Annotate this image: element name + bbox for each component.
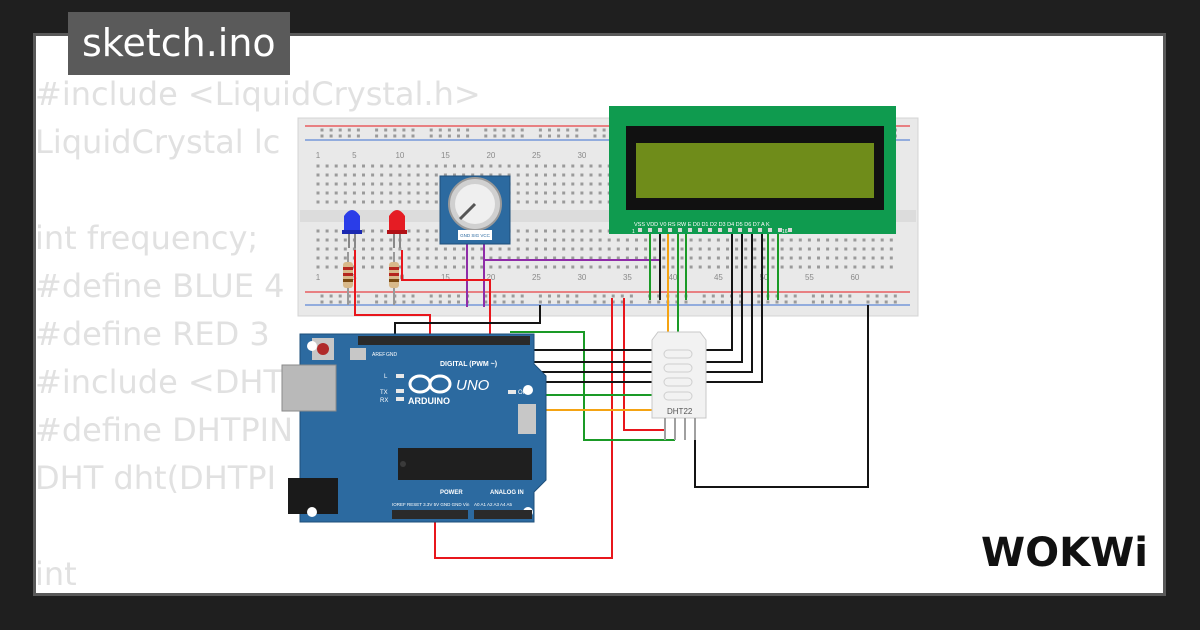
breadboard-column-number: 45	[714, 273, 723, 282]
breadboard-column-number: 10	[395, 151, 404, 160]
breadboard-column-number: 40	[668, 273, 677, 282]
lcd-pin	[748, 228, 752, 232]
led-blue[interactable]	[342, 210, 362, 248]
lcd-pin	[658, 228, 662, 232]
breadboard-column-number: 60	[850, 273, 859, 282]
gnd-label: GND	[386, 352, 398, 358]
power-label: POWER	[440, 490, 463, 496]
breadboard-column-number: 25	[532, 151, 541, 160]
lcd-pin	[788, 228, 792, 232]
wire-red-led-red	[401, 250, 491, 342]
breadboard-column-number: 20	[486, 273, 495, 282]
breadboard-column-number: 15	[441, 151, 450, 160]
code-line: #include <DHT.	[35, 363, 290, 401]
lcd-display[interactable]: VSS VDD V0 RS RW E D0 D1 D2 D3 D4 D5 D6 …	[609, 106, 896, 235]
lcd-pin	[668, 228, 672, 232]
l-label: L	[384, 374, 388, 380]
breadboard-column-number: 20	[486, 151, 495, 160]
lcd-pin-last: 16	[782, 229, 788, 235]
arduino-logo	[408, 374, 452, 394]
lcd-pin	[648, 228, 652, 232]
code-line: DHT dht(DHTPI	[35, 459, 277, 497]
breadboard-column-number: 10	[395, 273, 404, 282]
uno-label: UNO	[456, 377, 490, 394]
lcd-pin	[688, 228, 692, 232]
potentiometer-pins-label: GND SIG VCC	[460, 233, 491, 238]
aref-label: AREF	[372, 352, 385, 358]
lcd-pin	[678, 228, 682, 232]
breadboard-column-number: 1	[316, 151, 321, 160]
lcd-pin-first: 1	[632, 229, 635, 235]
code-line: #define DHTPIN	[35, 411, 294, 449]
code-line: LiquidCrystal lc	[35, 123, 281, 161]
digital-label: DIGITAL (PWM ~)	[440, 361, 497, 368]
lcd-pin	[768, 228, 772, 232]
microcontroller-chip	[398, 448, 532, 480]
breadboard-column-number: 30	[577, 273, 586, 282]
lcd-pin	[728, 228, 732, 232]
lcd-pin	[738, 228, 742, 232]
lcd-pin	[758, 228, 762, 232]
code-line: int	[35, 555, 77, 593]
breadboard-column-number: 30	[577, 151, 586, 160]
wire-black-gnd	[394, 305, 541, 342]
lcd-pin	[778, 228, 782, 232]
code-line: #define RED 3	[35, 315, 270, 353]
rx-label: RX	[380, 398, 388, 404]
code-line: #include <LiquidCrystal.h>	[35, 75, 481, 113]
arduino-uno[interactable]: DIGITAL (PWM ~) AREF GND L TX RX UNO ARD…	[281, 333, 547, 523]
wire-red-led-blue	[354, 250, 431, 342]
wire-black-gnd-dht	[694, 305, 869, 488]
lcd-pin	[638, 228, 642, 232]
on-label: ON	[518, 390, 527, 396]
wire-red-5v	[434, 298, 613, 559]
breadboard-column-number: 35	[623, 273, 632, 282]
analog-pins-label: A0 A1 A2 A3 A4 A5	[474, 502, 513, 507]
code-line: #define BLUE 4	[35, 267, 285, 305]
power-pins-label: IOREF RESET 3.3V 5V GND GND Vin	[392, 502, 470, 507]
wokwi-logo: WOKWi	[981, 530, 1148, 576]
tx-label: TX	[380, 390, 388, 396]
lcd-pin	[718, 228, 722, 232]
potentiometer[interactable]: GND SIG VCC	[439, 175, 511, 245]
wire-green-dht	[510, 331, 675, 441]
dht22-sensor[interactable]: DHT22	[651, 331, 707, 440]
sketch-filename-tab[interactable]: sketch.ino	[68, 12, 290, 75]
resistor-2[interactable]	[389, 252, 399, 305]
usb-port	[281, 364, 337, 412]
lcd-pin	[698, 228, 702, 232]
lcd-pins-label: VSS VDD V0 RS RW E D0 D1 D2 D3 D4 D5 D6 …	[634, 222, 770, 228]
arduino-brand: ARDUINO	[408, 396, 450, 406]
breadboard-column-number: 1	[316, 273, 321, 282]
reset-button[interactable]	[317, 343, 329, 355]
breadboard-column-number: 25	[532, 273, 541, 282]
breadboard-column-number: 50	[759, 273, 768, 282]
lcd-pin	[708, 228, 712, 232]
breadboard-column-number: 15	[441, 273, 450, 282]
code-line: int frequency;	[35, 219, 259, 257]
code-preview: #include <LiquidCrystal.h> LiquidCrystal …	[35, 70, 481, 598]
resistor-1[interactable]	[343, 252, 353, 305]
breadboard-column-number: 55	[805, 273, 814, 282]
analog-label: ANALOG IN	[490, 490, 524, 496]
dht22-label: DHT22	[667, 407, 693, 416]
breadboard-column-number: 5	[352, 151, 357, 160]
led-red[interactable]	[387, 210, 407, 248]
